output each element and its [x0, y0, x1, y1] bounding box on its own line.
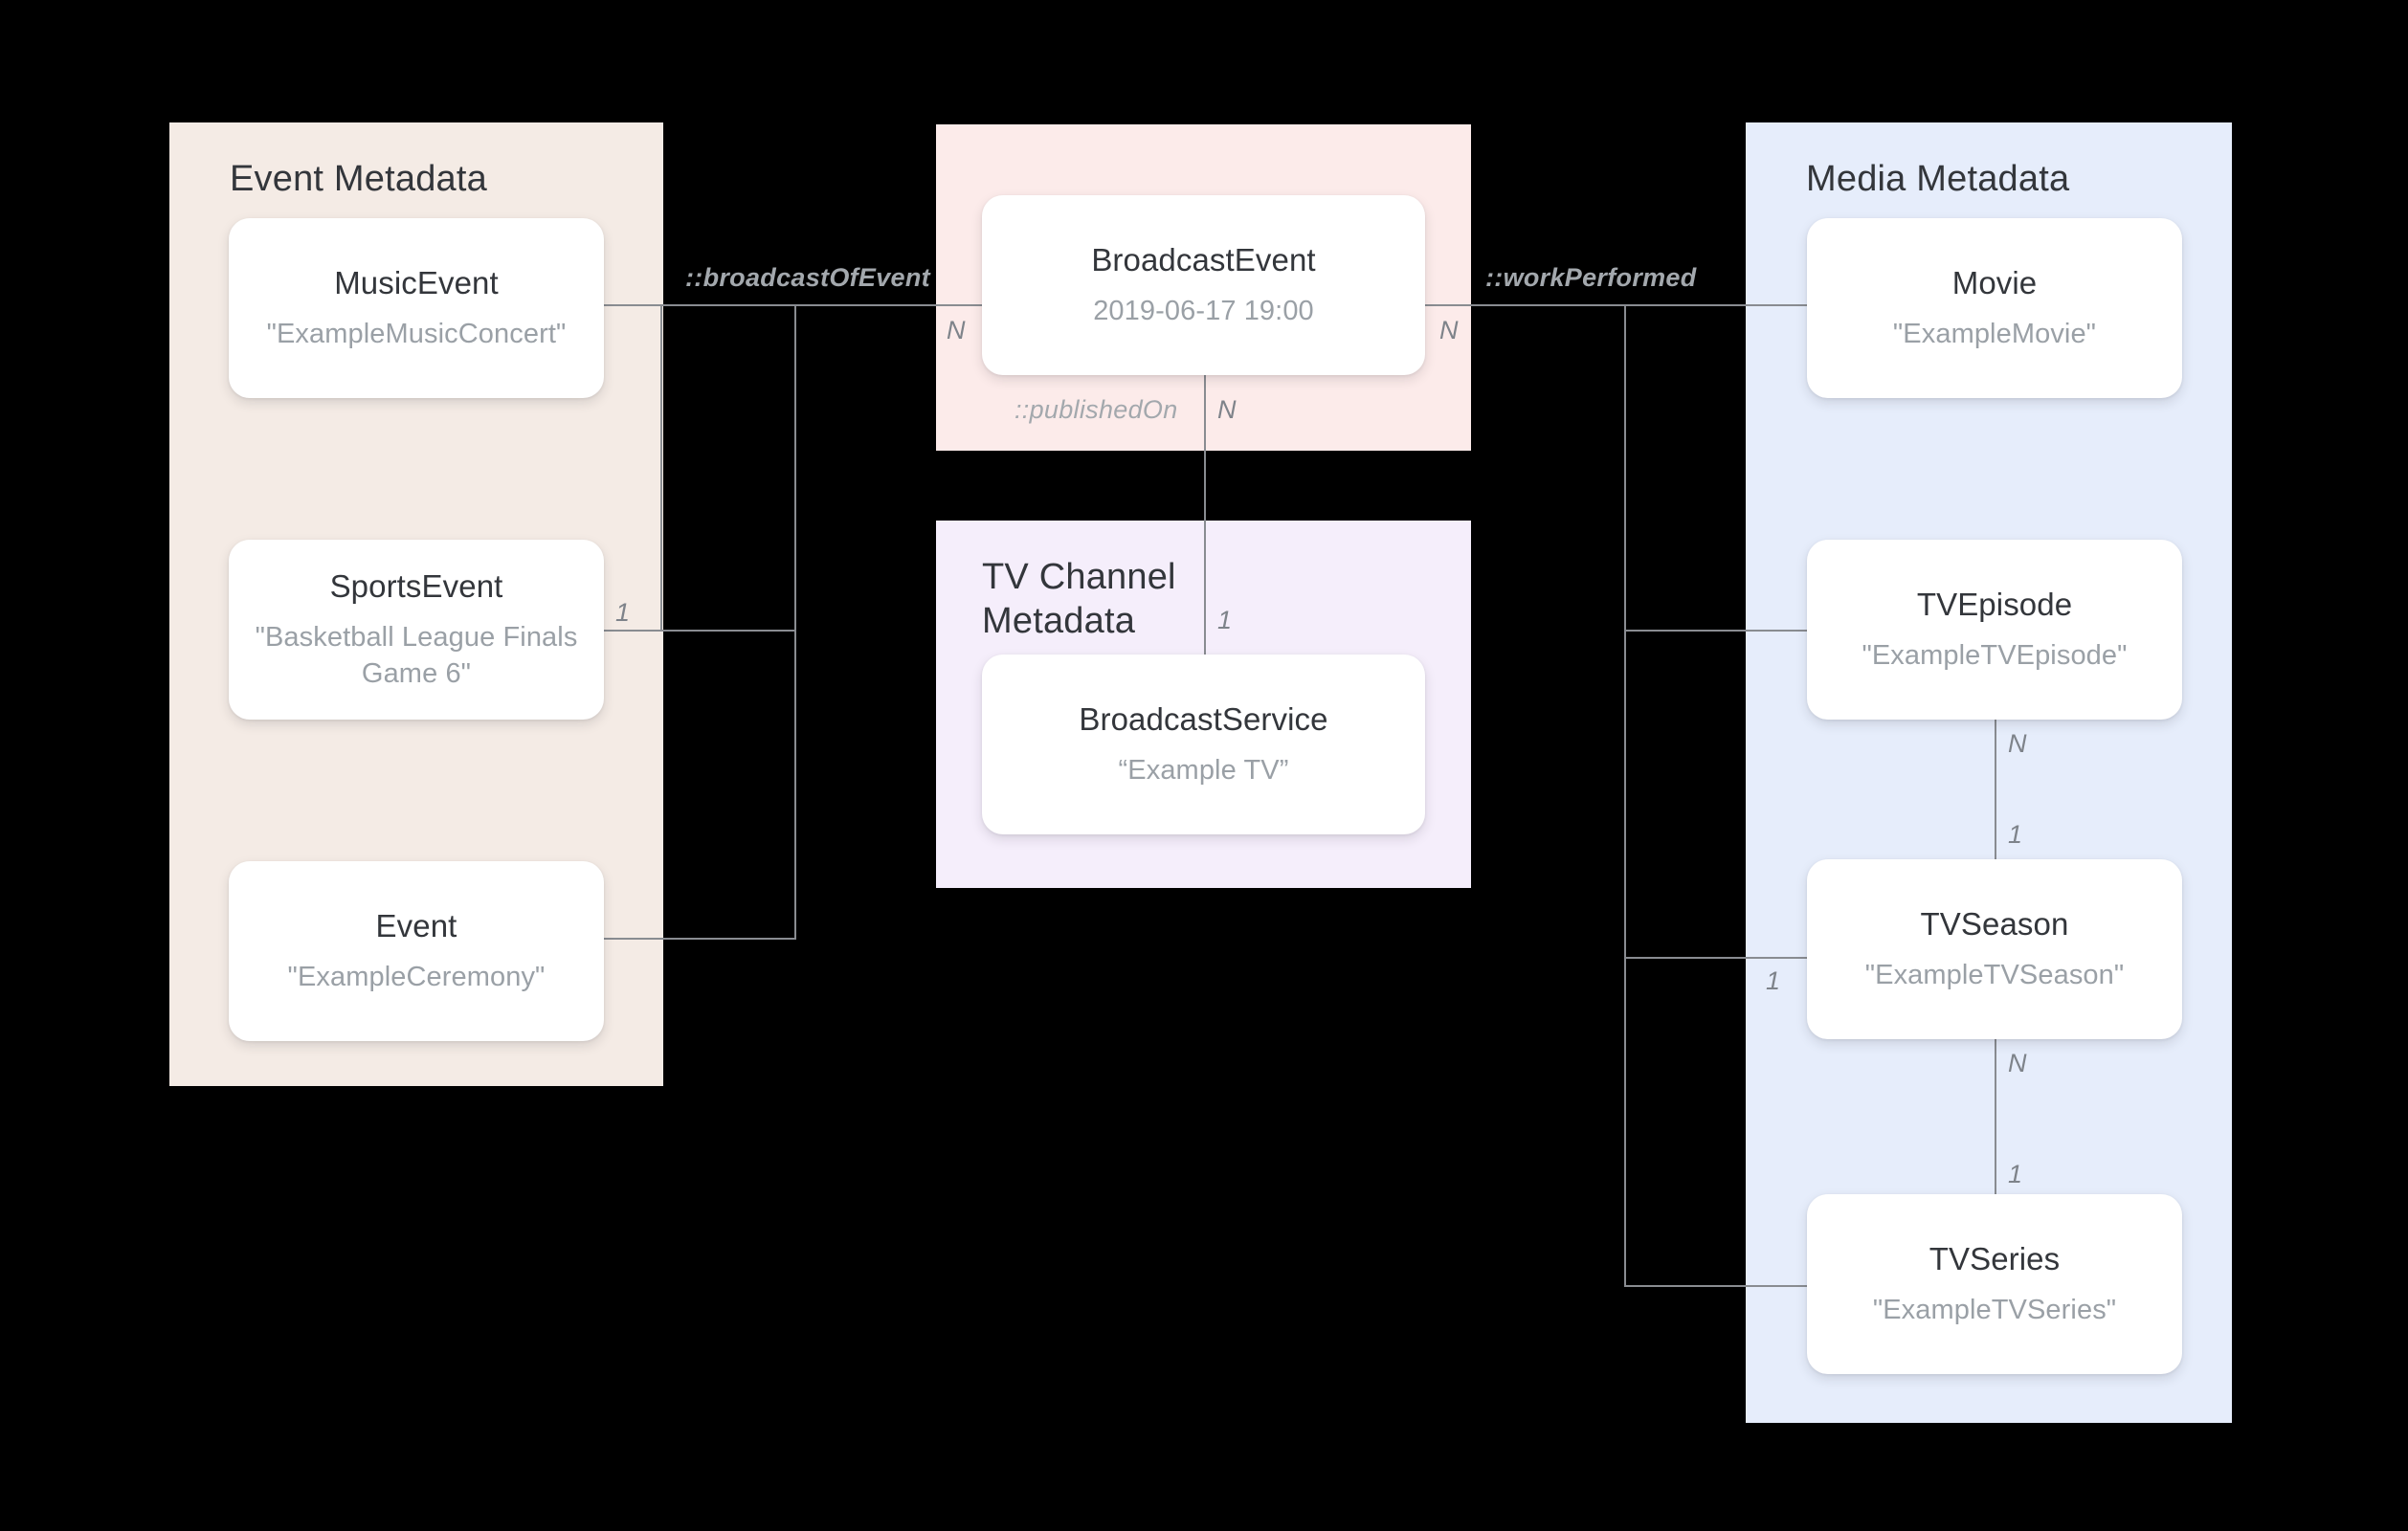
- cardinality-sports-event-one: 1: [615, 598, 631, 627]
- node-movie[interactable]: Movie "ExampleMovie": [1807, 218, 2182, 398]
- node-value-tv-series: "ExampleTVSeries": [1872, 1295, 2117, 1326]
- node-title-event: Event: [375, 908, 457, 944]
- edge-music-event-to-broadcast: [604, 304, 984, 306]
- edge-right-trunk: [1624, 304, 1626, 1286]
- node-value-broadcast-event: 2019-06-17 19:00: [1093, 296, 1314, 327]
- edge-trunk-to-tv-episode: [1624, 630, 1808, 632]
- edge-broadcast-to-movie: [1425, 304, 1808, 306]
- cardinality-tv-series-one: 1: [2008, 1160, 2023, 1188]
- cardinality-broadcast-event-left-n: N: [947, 316, 966, 344]
- cardinality-broadcast-event-right-n: N: [1439, 316, 1459, 344]
- cardinality-tv-season-left-one: 1: [1766, 966, 1781, 995]
- edge-left-secondary-trunk: [660, 304, 662, 630]
- edge-sports-event-to-trunk: [604, 630, 796, 632]
- group-title-media-metadata: Media Metadata: [1806, 159, 2070, 199]
- edge-tv-episode-to-tv-season: [1995, 720, 1996, 859]
- node-value-tv-episode: "ExampleTVEpisode": [1862, 640, 2128, 672]
- cardinality-broadcast-service-one: 1: [1217, 606, 1233, 634]
- group-title-event-metadata: Event Metadata: [230, 159, 487, 199]
- edge-broadcast-event-to-service: [1204, 375, 1206, 655]
- node-title-music-event: MusicEvent: [334, 265, 499, 301]
- node-title-broadcast-event: BroadcastEvent: [1091, 242, 1316, 278]
- edge-tv-season-to-tv-series: [1995, 1039, 1996, 1194]
- cardinality-tv-episode-n: N: [2008, 729, 2027, 758]
- node-title-sports-event: SportsEvent: [329, 568, 503, 605]
- node-title-tv-series: TVSeries: [1929, 1241, 2061, 1277]
- relation-label-work-performed: ::workPerformed: [1485, 263, 1697, 292]
- node-value-tv-season: "ExampleTVSeason": [1864, 960, 2125, 991]
- node-title-tv-season: TVSeason: [1920, 906, 2069, 943]
- node-tv-season[interactable]: TVSeason "ExampleTVSeason": [1807, 859, 2182, 1039]
- node-value-music-event: "ExampleMusicConcert": [266, 319, 567, 350]
- relation-label-published-on: ::publishedOn: [1014, 395, 1178, 424]
- node-value-event: "ExampleCeremony": [287, 962, 546, 993]
- node-value-broadcast-service: “Example TV”: [1118, 755, 1289, 787]
- node-title-tv-episode: TVEpisode: [1916, 587, 2073, 623]
- edge-left-trunk: [794, 304, 796, 938]
- edge-trunk-to-tv-season: [1624, 957, 1808, 959]
- edge-trunk-to-tv-series: [1624, 1285, 1808, 1287]
- group-title-tv-channel-metadata: TV Channel Metadata: [982, 557, 1176, 642]
- node-value-movie: "ExampleMovie": [1892, 319, 2097, 350]
- node-value-sports-event: "Basketball League Finals Game 6": [255, 622, 578, 690]
- node-event[interactable]: Event "ExampleCeremony": [229, 861, 604, 1041]
- node-tv-episode[interactable]: TVEpisode "ExampleTVEpisode": [1807, 540, 2182, 720]
- node-music-event[interactable]: MusicEvent "ExampleMusicConcert": [229, 218, 604, 398]
- node-broadcast-event[interactable]: BroadcastEvent 2019-06-17 19:00: [982, 195, 1425, 375]
- node-title-broadcast-service: BroadcastService: [1079, 701, 1328, 738]
- node-tv-series[interactable]: TVSeries "ExampleTVSeries": [1807, 1194, 2182, 1374]
- cardinality-tv-season-n: N: [2008, 1049, 2027, 1077]
- cardinality-tv-season-one-top: 1: [2008, 820, 2023, 849]
- node-broadcast-service[interactable]: BroadcastService “Example TV”: [982, 655, 1425, 834]
- cardinality-published-on-n: N: [1217, 395, 1237, 424]
- node-title-movie: Movie: [1951, 265, 2038, 301]
- edge-event-to-trunk: [604, 938, 796, 940]
- relation-label-broadcast-of-event: ::broadcastOfEvent: [685, 263, 930, 292]
- node-sports-event[interactable]: SportsEvent "Basketball League Finals Ga…: [229, 540, 604, 720]
